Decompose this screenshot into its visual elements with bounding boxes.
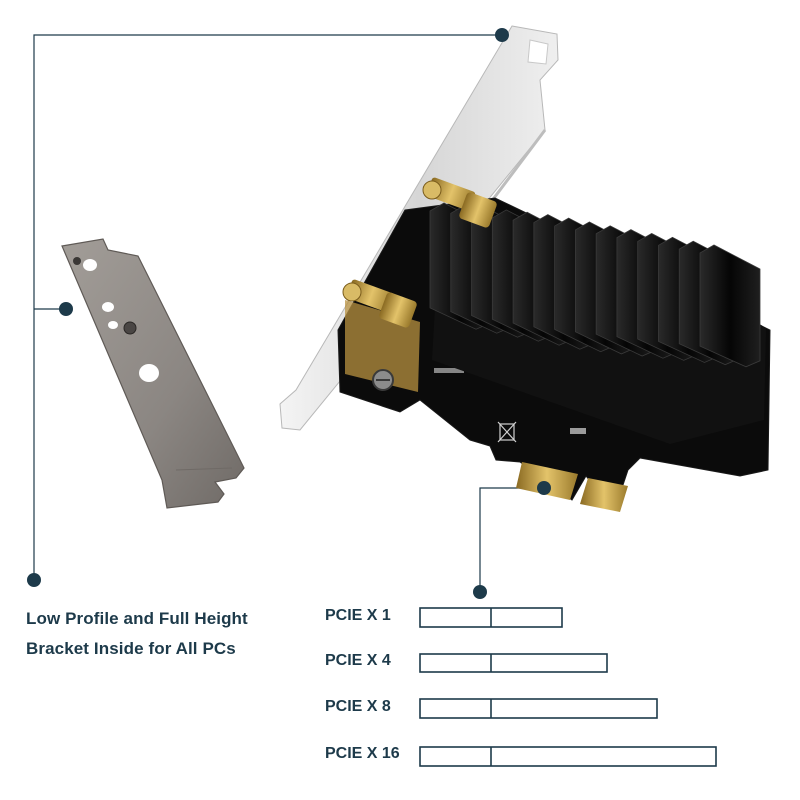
pcie-x16-slot <box>419 746 717 767</box>
slot-label-x1: PCIE X 1 <box>325 607 391 624</box>
callout-dot-icon <box>27 573 41 587</box>
pcie-slot-diagrams <box>419 607 717 767</box>
caption-line-1: Low Profile and Full Height <box>26 609 248 628</box>
pcie-x4-slot <box>419 653 608 673</box>
slot-label-x16: PCIE X 16 <box>325 745 400 762</box>
antenna-connector-icon <box>342 177 497 328</box>
callout-dot-icon <box>537 481 551 495</box>
callout-dot-icon <box>473 585 487 599</box>
gold-edge-connector <box>516 462 628 512</box>
callout-dot-icon <box>59 302 73 316</box>
callout-dots <box>27 28 551 599</box>
slot-label-x8: PCIE X 8 <box>325 698 391 715</box>
bracket-callout-line <box>33 34 502 580</box>
callout-dot-icon <box>495 28 509 42</box>
pcie-x8-slot <box>419 698 658 719</box>
low-profile-bracket <box>61 238 245 509</box>
pcie-x1-slot <box>419 607 563 628</box>
heatsink-fin <box>699 244 761 368</box>
slot-label-x4: PCIE X 4 <box>325 652 391 669</box>
pcie-callout-line <box>479 487 544 592</box>
bracket-caption: Low Profile and Full Height Bracket Insi… <box>26 604 286 664</box>
bracket-hole-icon <box>83 259 97 271</box>
heatsink <box>429 202 766 444</box>
caption-line-2: Bracket Inside for All PCs <box>26 639 236 658</box>
weee-bin-icon <box>497 421 517 443</box>
